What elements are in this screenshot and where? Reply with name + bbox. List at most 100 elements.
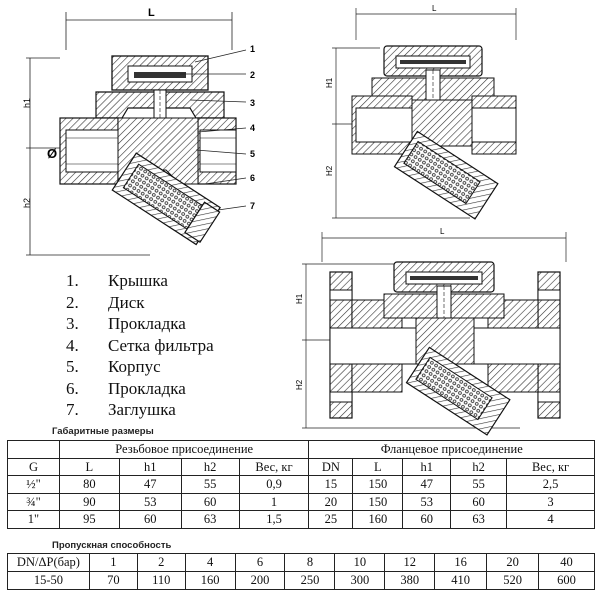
list-item: 4. Сетка фильтра xyxy=(66,335,286,357)
table-cell: ½" xyxy=(7,475,60,494)
callout-4: 4 xyxy=(250,123,255,133)
column-header: 10 xyxy=(334,553,386,572)
list-item: 2. Диск xyxy=(66,292,286,314)
column-header: 8 xyxy=(284,553,336,572)
part-number: 5. xyxy=(66,357,79,376)
dimensions-table: Резьбовое присоединение Фланцевое присое… xyxy=(7,440,595,529)
table-cell: ¾" xyxy=(7,492,60,511)
flanged-body-drawing: L H1 H2 xyxy=(295,227,567,436)
table-cell: 60 xyxy=(118,510,182,529)
dimensions-title: Габаритные размеры xyxy=(52,426,154,437)
table-cell xyxy=(7,440,60,459)
column-header: 2 xyxy=(136,553,186,572)
table-cell: 250 xyxy=(284,570,336,590)
column-header: 16 xyxy=(434,553,488,572)
table-cell: 95 xyxy=(58,510,120,529)
dim-L-label: L xyxy=(148,7,155,19)
list-item: 3. Прокладка xyxy=(66,313,286,335)
list-item: 5. Корпус xyxy=(66,356,286,378)
table-row: ½" 80 47 55 0,9 15 150 47 55 2,5 xyxy=(7,475,595,494)
table-cell: 410 xyxy=(434,570,488,590)
table-header-row: G L h1 h2 Вес, кг DN L h1 h2 Вес, кг xyxy=(7,457,595,476)
table-cell: 53 xyxy=(118,492,182,511)
table-cell: 300 xyxy=(334,570,386,590)
capacity-table: DN/ΔP(бар) 1 2 4 6 8 10 12 16 20 40 15-5… xyxy=(7,553,595,590)
part-name: Заглушка xyxy=(108,400,176,419)
table-cell: 25 xyxy=(308,510,354,529)
threaded-body-drawing: L H1 H2 xyxy=(325,4,517,220)
list-item: 7. Заглушка xyxy=(66,399,286,421)
table-cell: 4 xyxy=(506,510,595,529)
dim-H1-label-2: H1 xyxy=(295,293,304,304)
column-header: 1 xyxy=(88,553,138,572)
dim-L-label-3: L xyxy=(440,227,445,236)
column-header: h1 xyxy=(402,457,452,476)
row-label: 15-50 xyxy=(7,570,90,590)
table-cell: 520 xyxy=(486,570,540,590)
table-cell: 80 xyxy=(58,475,120,494)
table-row: 1" 95 60 63 1,5 25 160 60 63 4 xyxy=(7,510,595,529)
part-number: 7. xyxy=(66,400,79,419)
part-name: Крышка xyxy=(108,271,168,290)
table-cell: 110 xyxy=(136,570,186,590)
diameter-symbol: Ø xyxy=(47,146,57,161)
table-cell: 2,5 xyxy=(506,475,595,494)
callout-2: 2 xyxy=(250,70,255,80)
table-cell: 3 xyxy=(506,492,595,511)
capacity-title: Пропускная способность xyxy=(52,540,172,551)
dim-H1-label: H1 xyxy=(325,77,334,88)
callout-5: 5 xyxy=(250,149,255,159)
table-cell: 15 xyxy=(308,475,354,494)
dim-H2-label-2: H2 xyxy=(295,379,304,390)
table-cell: 55 xyxy=(180,475,240,494)
table-cell: 47 xyxy=(402,475,452,494)
column-header: L xyxy=(58,457,120,476)
table-cell: 1" xyxy=(7,510,60,529)
table-cell: 60 xyxy=(180,492,240,511)
callout-1: 1 xyxy=(250,44,255,54)
part-name: Корпус xyxy=(108,357,161,376)
part-number: 1. xyxy=(66,271,79,290)
part-number: 2. xyxy=(66,292,79,312)
part-name: Диск xyxy=(108,292,145,312)
callout-6: 6 xyxy=(250,173,255,183)
table-cell: 20 xyxy=(308,492,354,511)
callout-7: 7 xyxy=(250,201,255,211)
table-cell: 600 xyxy=(538,570,595,590)
table-header-row: DN/ΔP(бар) 1 2 4 6 8 10 12 16 20 40 xyxy=(7,553,595,572)
technical-drawings: L h1 h2 Ø xyxy=(22,4,567,436)
part-number: 4. xyxy=(66,335,79,355)
threaded-section-drawing: L h1 h2 Ø xyxy=(22,7,255,256)
column-header: L xyxy=(352,457,404,476)
column-header: G xyxy=(7,457,60,476)
parts-list: 1. Крышка 2. Диск 3. Прокладка 4. Сетка … xyxy=(66,270,286,421)
dim-H2-label: H2 xyxy=(325,165,334,176)
column-header: 12 xyxy=(384,553,436,572)
part-name: Прокладка xyxy=(108,378,186,398)
table-cell: 150 xyxy=(352,492,404,511)
column-header: 20 xyxy=(486,553,540,572)
table-row: ¾" 90 53 60 1 20 150 53 60 3 xyxy=(7,492,595,511)
row-label: DN/ΔP(бар) xyxy=(7,553,90,572)
table-cell: 160 xyxy=(352,510,404,529)
flanged-header: Фланцевое присоединение xyxy=(308,440,595,459)
table-cell: 380 xyxy=(384,570,436,590)
table-cell: 55 xyxy=(450,475,508,494)
table-cell: 160 xyxy=(184,570,236,590)
list-item: 6. Прокладка xyxy=(66,378,286,400)
column-header: Вес, кг xyxy=(238,457,310,476)
part-number: 3. xyxy=(66,314,79,333)
table-cell: 200 xyxy=(234,570,286,590)
column-header: 6 xyxy=(234,553,286,572)
column-header: h1 xyxy=(118,457,182,476)
part-name: Сетка фильтра xyxy=(108,335,214,355)
part-number: 6. xyxy=(66,378,79,398)
list-item: 1. Крышка xyxy=(66,270,286,292)
column-header: h2 xyxy=(180,457,240,476)
column-header: h2 xyxy=(450,457,508,476)
table-cell: 63 xyxy=(450,510,508,529)
table-cell: 63 xyxy=(180,510,240,529)
table-row: 15-50 70 110 160 200 250 300 380 410 520… xyxy=(7,570,595,590)
column-header: 4 xyxy=(184,553,236,572)
table-cell: 90 xyxy=(58,492,120,511)
